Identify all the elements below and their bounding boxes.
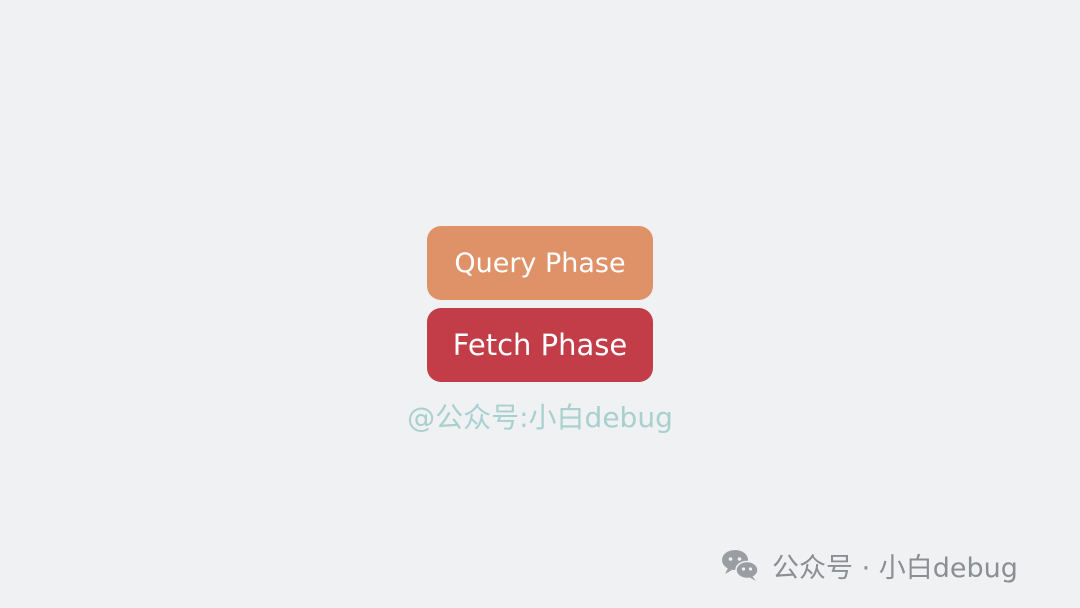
footer-watermark: 公众号 · 小白debug bbox=[718, 545, 1018, 585]
query-phase-label: Query Phase bbox=[454, 247, 626, 279]
watermark-text: 公众号 · 小白debug bbox=[772, 552, 1018, 584]
wechat-icon bbox=[718, 545, 762, 585]
handle-text: @公众号:小白debug bbox=[407, 401, 673, 434]
fetch-phase-label: Fetch Phase bbox=[452, 328, 628, 362]
query-phase-box: Query Phase bbox=[427, 226, 653, 300]
fetch-phase-box: Fetch Phase bbox=[427, 308, 653, 382]
